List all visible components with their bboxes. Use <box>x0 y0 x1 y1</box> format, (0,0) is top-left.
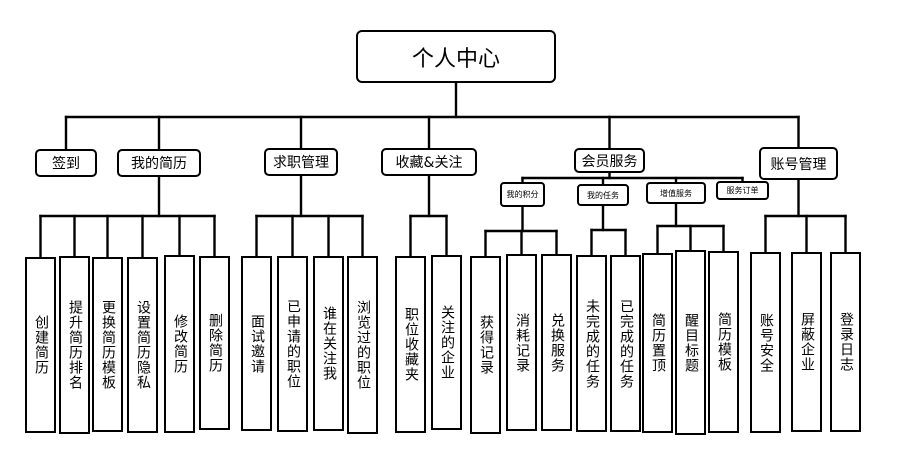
leaf-viewed-jobs: 浏览过的职位 <box>347 256 378 434</box>
subcategory-service-orders: 服务订单 <box>716 181 769 200</box>
root-node-personal-center: 个人中心 <box>356 30 556 83</box>
leaf-resume-privacy: 设置简历隐私 <box>127 257 158 433</box>
leaf-boost-resume-rank: 提升简历排名 <box>59 256 90 434</box>
subcategory-my-points: 我的积分 <box>500 182 545 207</box>
leaf-redeem-services: 兑换服务 <box>541 254 572 431</box>
leaf-interview-invites: 面试邀请 <box>241 256 272 431</box>
category-job-management: 求职管理 <box>264 148 338 176</box>
category-account-management: 账号管理 <box>759 147 838 180</box>
leaf-account-security: 账号安全 <box>750 252 781 433</box>
leaf-earned-records: 获得记录 <box>470 256 501 434</box>
category-member-services: 会员服务 <box>574 148 645 173</box>
leaf-delete-resume: 删除简历 <box>199 256 230 430</box>
leaf-completed-tasks: 已完成的任务 <box>610 255 641 432</box>
category-sign-in: 签到 <box>35 149 97 177</box>
leaf-login-log: 登录日志 <box>830 252 861 432</box>
leaf-incomplete-tasks: 未完成的任务 <box>576 255 607 432</box>
leaf-applied-jobs: 已申请的职位 <box>277 256 308 432</box>
leaf-job-favorites: 职位收藏夹 <box>395 256 426 433</box>
leaf-blocked-companies: 屏蔽企业 <box>791 252 822 432</box>
category-favorites-follow: 收藏&关注 <box>381 148 477 176</box>
leaf-create-resume: 创建简历 <box>25 257 56 433</box>
leaf-change-resume-template: 更换简历模板 <box>92 257 123 432</box>
leaf-resume-templates: 简历模板 <box>708 251 739 433</box>
leaf-resume-pin-top: 简历置顶 <box>642 253 673 433</box>
category-my-resume: 我的简历 <box>117 149 201 177</box>
subcategory-value-added: 增值服务 <box>646 182 706 204</box>
leaf-highlighted-title: 醒目标题 <box>675 250 706 435</box>
subcategory-my-tasks: 我的任务 <box>577 184 629 206</box>
leaf-edit-resume: 修改简历 <box>164 255 195 433</box>
leaf-spent-records: 消耗记录 <box>506 254 537 431</box>
leaf-followed-companies: 关注的企业 <box>431 255 462 430</box>
leaf-who-follows-me: 谁在关注我 <box>313 256 344 431</box>
